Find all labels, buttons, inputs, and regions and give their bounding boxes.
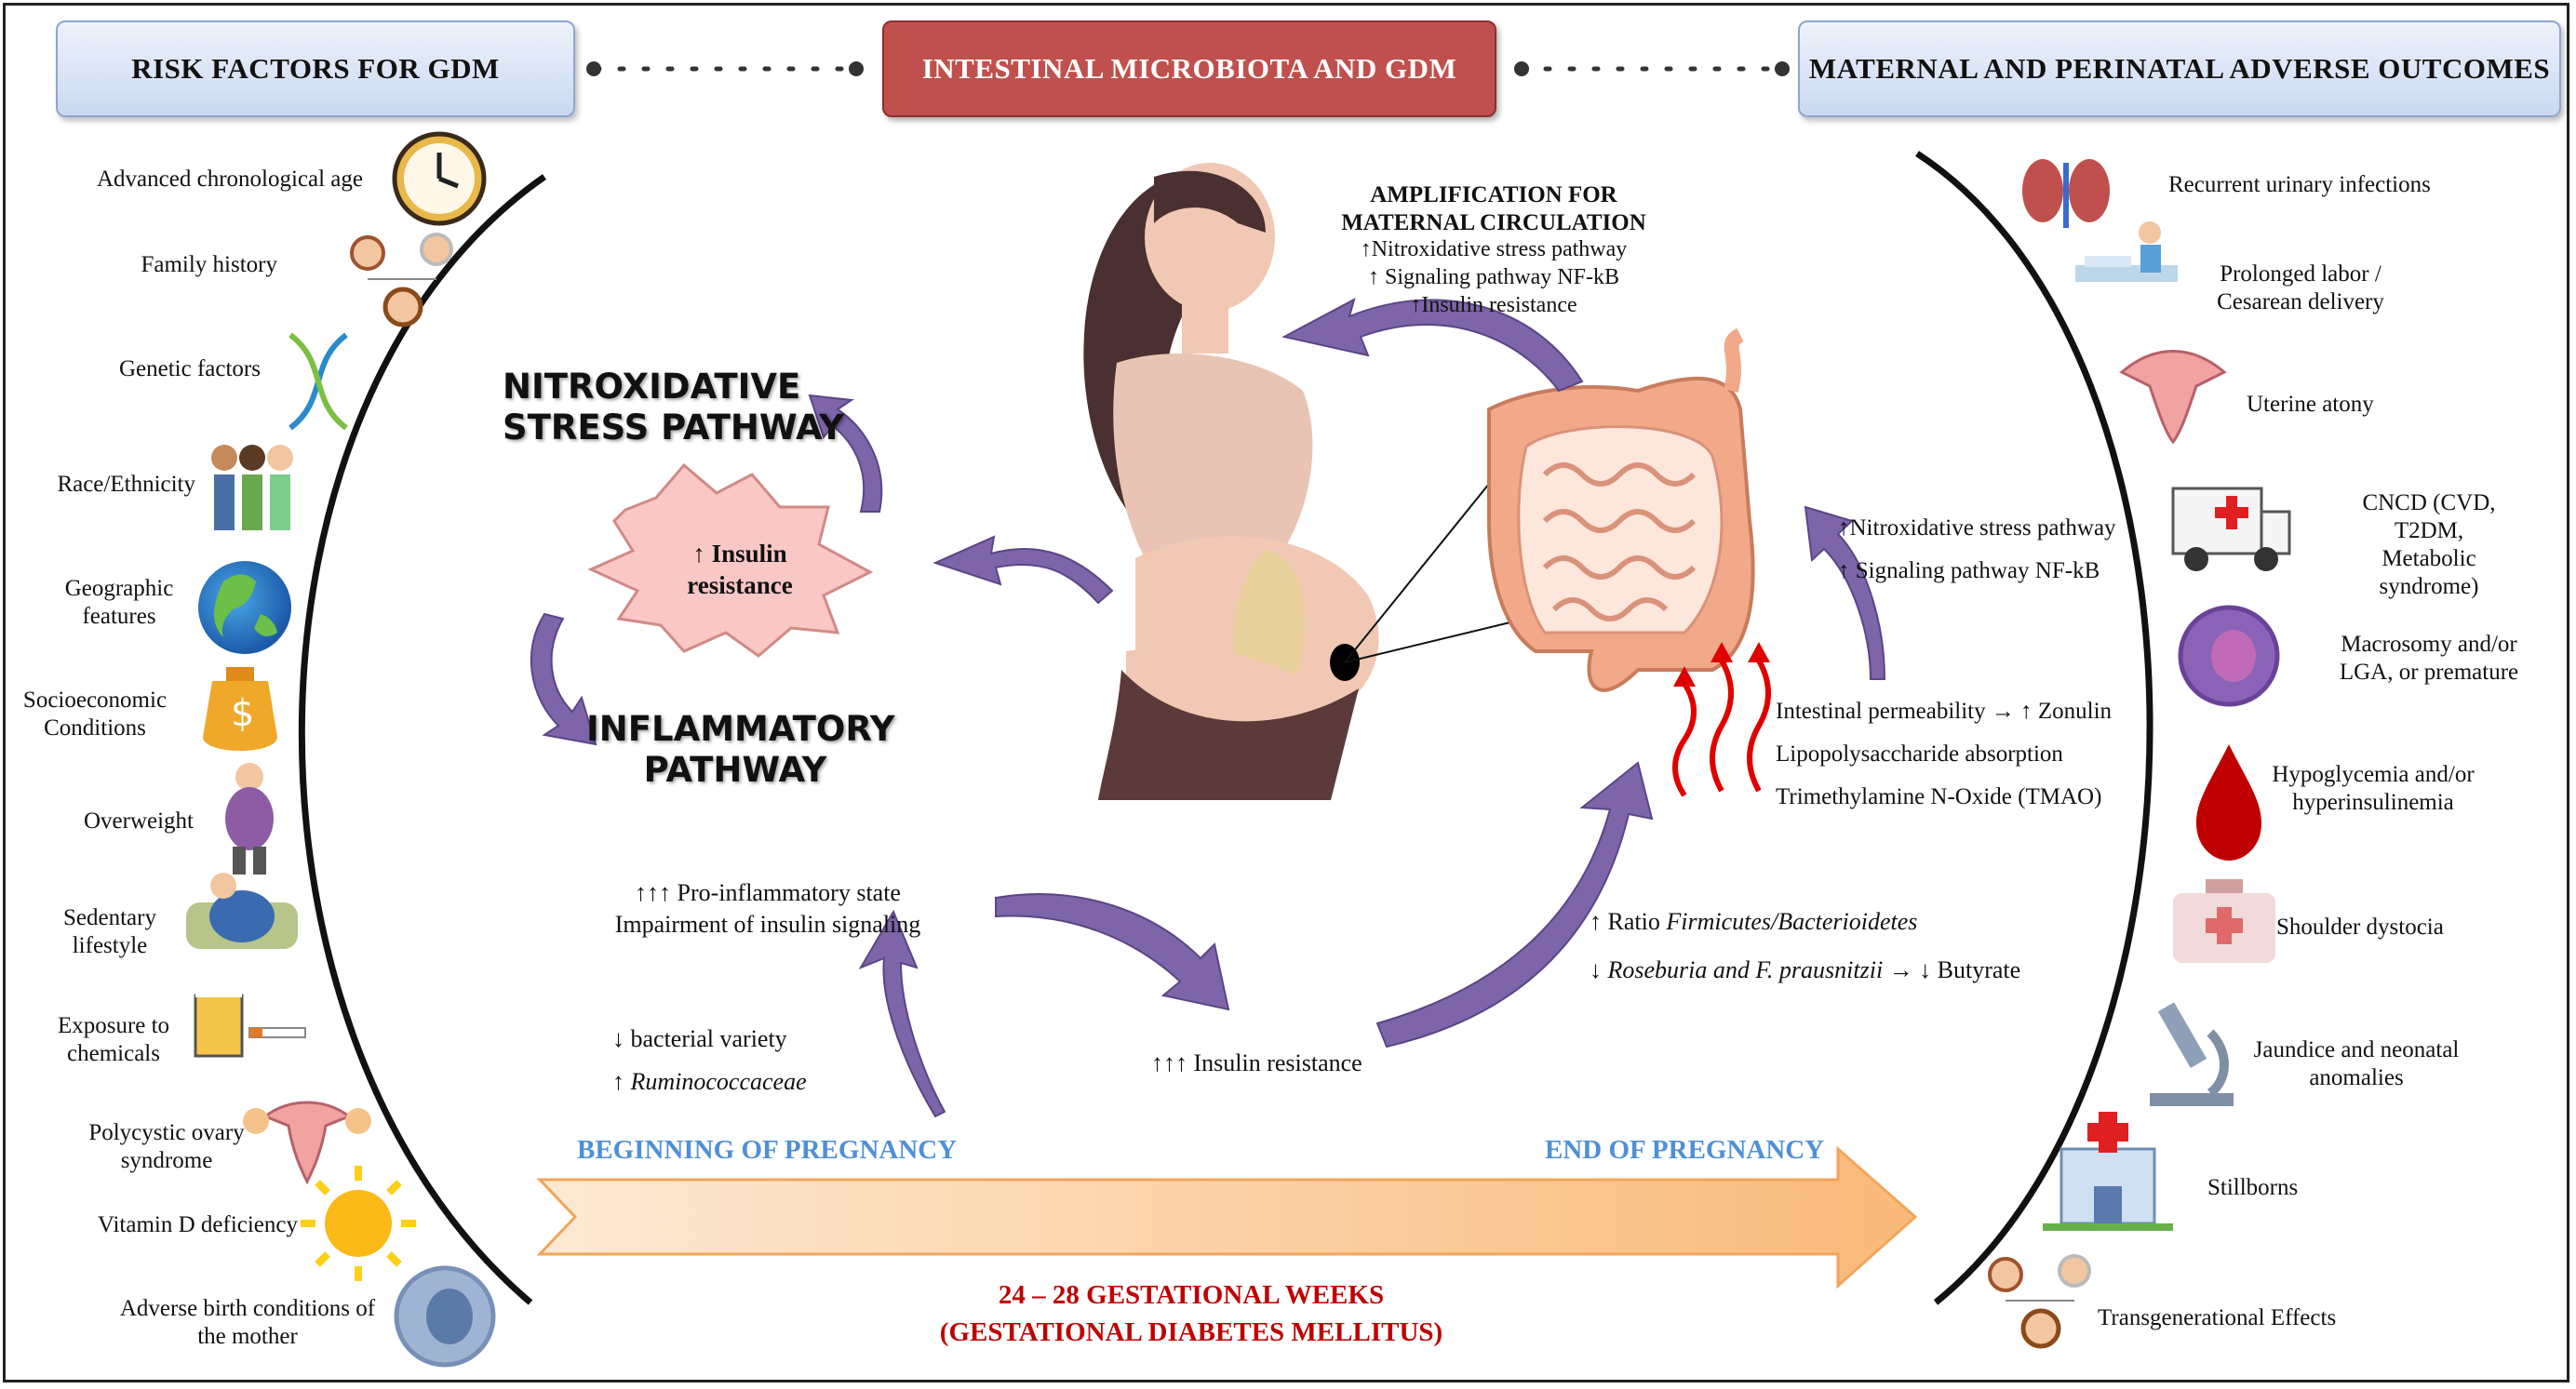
- header-risk-factors: RISK FACTORS FOR GDM: [56, 20, 575, 117]
- risk-pcos-label: Polycystic ovary syndrome: [88, 1120, 245, 1173]
- outcome-stillborns-label: Stillborns: [2207, 1175, 2299, 1200]
- timeline-end-label: END OF PREGNANCY: [1545, 1135, 1825, 1165]
- beer-cigarette-icon: [194, 986, 306, 1058]
- risk-birth-conditions-label: Adverse birth conditions of the mother: [119, 1296, 376, 1349]
- blood-drop-icon: [2196, 744, 2261, 861]
- risk-overweight-label: Overweight: [83, 808, 194, 834]
- gestational-weeks-label: 24 – 28 GESTATIONAL WEEKS(GESTATIONAL DI…: [939, 1280, 1443, 1347]
- couch-person-icon: [186, 873, 298, 949]
- outcome-cncd-label: CNCD (CVD, T2DM, Metabolic syndrome): [2362, 490, 2496, 599]
- dna-icon: [288, 332, 348, 431]
- svg-text:$: $: [231, 692, 254, 735]
- insulin-resistance-text: ↑↑↑ Insulin resistance: [1151, 1049, 1362, 1076]
- risk-age-label: Advanced chronological age: [97, 167, 363, 192]
- header-outcomes: MATERNAL AND PERINATAL ADVERSE OUTCOMES: [1798, 20, 2561, 117]
- money-bag-icon: $: [203, 667, 277, 751]
- purple-arrows: [530, 298, 1886, 1118]
- risk-socioeconomic-label: Socioeconomic Conditions: [22, 688, 168, 741]
- uterus-icon: [2119, 350, 2227, 445]
- ambulance-icon: [2171, 487, 2291, 571]
- pregnant-woman-illustration: [1083, 163, 1546, 800]
- timeline-arrow: [536, 1145, 1918, 1289]
- outcome-hypoglycemia-label: Hypoglycemia and/or hyperinsulinemia: [2272, 762, 2475, 815]
- timeline-begin-label: BEGINNING OF PREGNANCY: [577, 1135, 958, 1165]
- outcome-macrosomy-label: Macrosomy and/or LGA, or premature: [2339, 632, 2519, 685]
- medical-kit-icon: [2173, 879, 2275, 963]
- amplification-list: ↑Nitroxidative stress pathway↑ Signaling…: [1360, 237, 1628, 317]
- header-connectors: [586, 61, 1790, 76]
- outcome-jaundice-label: Jaundice and neonatal anomalies: [2253, 1037, 2460, 1090]
- risk-vitamin-d-label: Vitamin D deficiency: [97, 1212, 298, 1237]
- risk-geographic-label: Geographic features: [64, 576, 174, 629]
- people-icon: [211, 445, 293, 530]
- kidney-icon: [2022, 159, 2110, 228]
- microbiota-ratio-text: ↑ Ratio Firmicutes/Bacterioidetes ↓ Rose…: [1590, 908, 2021, 983]
- risk-race-label: Race/Ethnicity: [57, 472, 195, 497]
- family-icon: [350, 233, 453, 327]
- hospital-icon: [2043, 1112, 2173, 1231]
- risk-family-label: Family history: [141, 252, 277, 277]
- delivery-icon: [2075, 221, 2178, 282]
- overweight-person-icon: [225, 763, 274, 875]
- intestine-illustration: [1487, 327, 1755, 692]
- outcome-urinary-label: Recurrent urinary infections: [2168, 172, 2431, 197]
- insulin-burst: [587, 462, 874, 658]
- sun-icon: [301, 1166, 416, 1281]
- bacterial-text: ↓ bacterial variety ↑ Ruminococcaceae: [612, 1025, 807, 1095]
- ovary-icon: [243, 1101, 371, 1185]
- right-arc: [1915, 151, 2153, 1305]
- outcome-transgenerational-label: Transgenerational Effects: [2098, 1305, 2337, 1330]
- outcome-labor-label: Prolonged labor / Cesarean delivery: [2217, 261, 2384, 314]
- clock-icon: [392, 131, 487, 226]
- figure-frame: [3, 3, 2569, 1382]
- header-microbiota: INTESTINAL MICROBIOTA AND GDM: [882, 20, 1496, 117]
- risk-genetic-label: Genetic factors: [118, 356, 261, 381]
- fetus-circle-icon: [2178, 605, 2280, 707]
- risk-chemicals-label: Exposure to chemicals: [57, 1013, 170, 1066]
- right-pathway-list: ↑Nitroxidative stress pathway↑ Signaling…: [1838, 515, 2116, 583]
- fetus-icon: [394, 1265, 496, 1368]
- outcome-atony-label: Uterine atony: [2247, 392, 2374, 417]
- family-icon: [1988, 1254, 2091, 1349]
- microscope-icon: [2150, 1002, 2234, 1106]
- outcome-dystocia-label: Shoulder dystocia: [2276, 915, 2444, 940]
- risk-sedentary-label: Sedentary lifestyle: [63, 905, 156, 958]
- red-heat-arrows: [1672, 659, 1771, 797]
